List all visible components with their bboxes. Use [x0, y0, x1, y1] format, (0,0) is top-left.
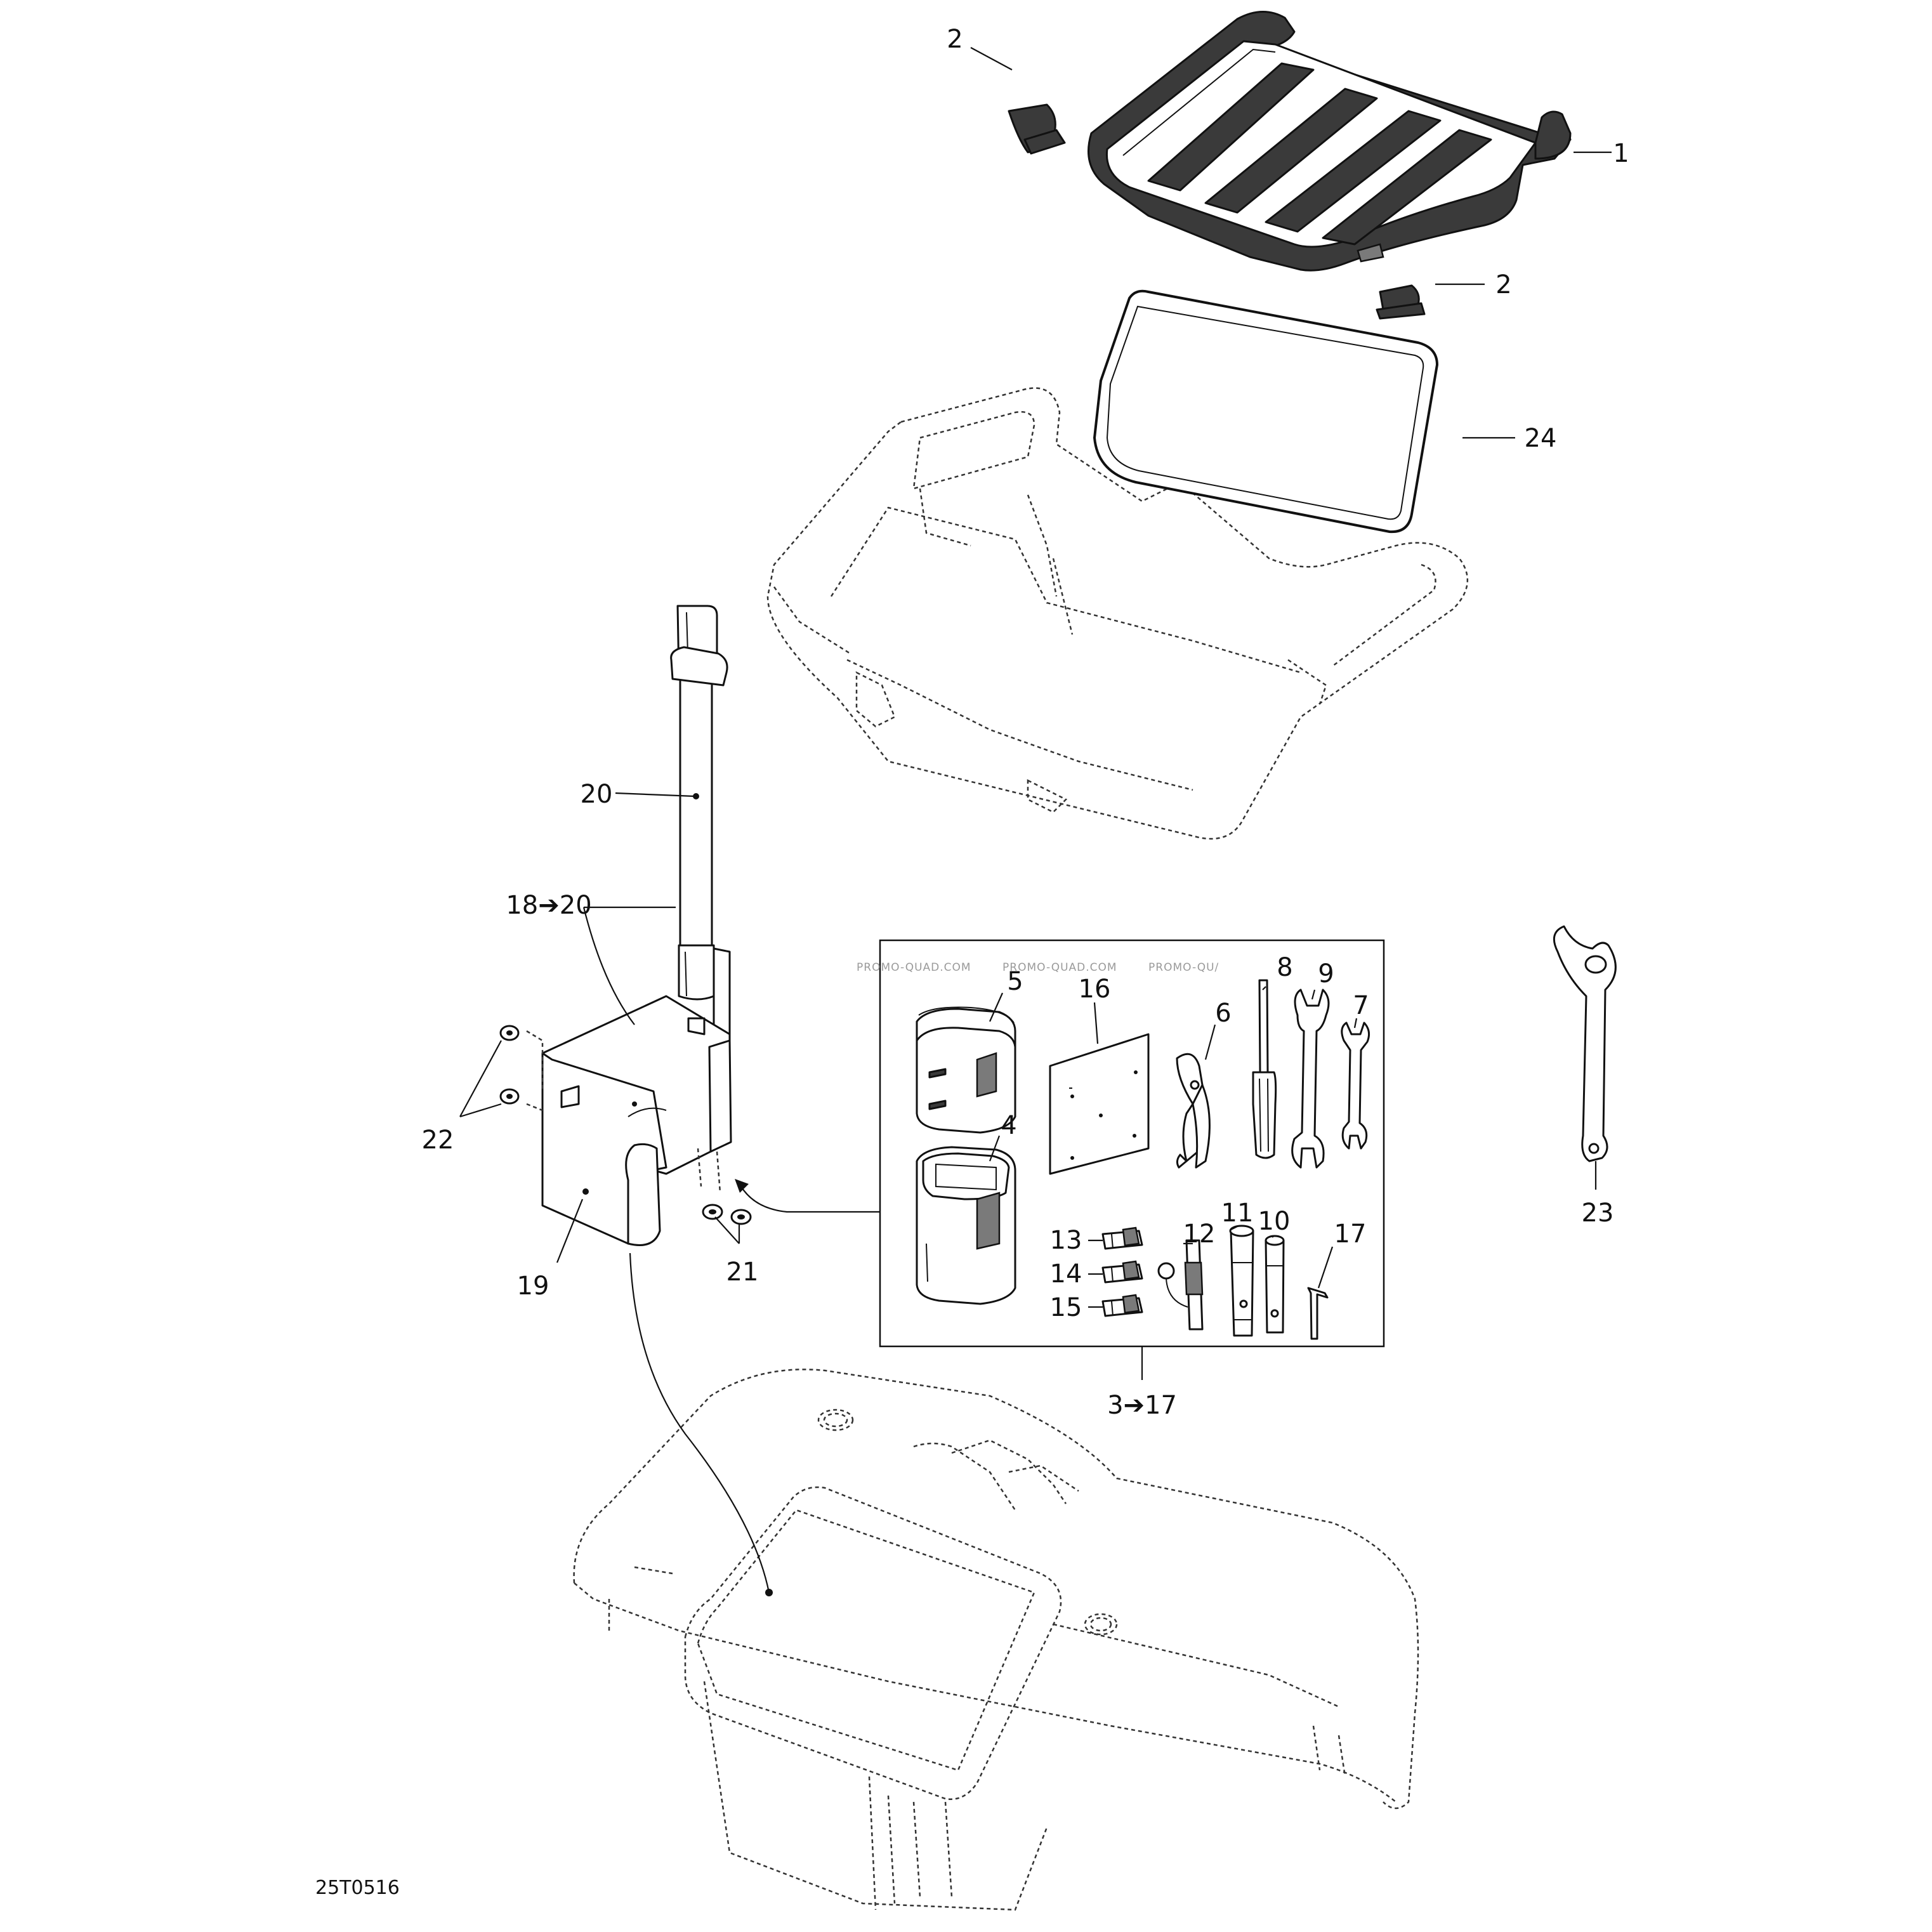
location-dot — [765, 1589, 773, 1596]
rack-cover — [1088, 11, 1572, 272]
callout-fuse-a: 13 — [1050, 1226, 1082, 1255]
callout-screws: 21 — [726, 1258, 759, 1287]
kit-arrow — [735, 1179, 880, 1213]
callout-box: 19 — [517, 1272, 549, 1301]
watermark-2: PROMO-QUAD.COM — [1002, 961, 1117, 974]
callout-socket-large: 11 — [1221, 1199, 1254, 1228]
callout-bracket-range: 18➔20 — [506, 891, 591, 920]
leader-lines — [459, 47, 1612, 1380]
callout-gauge: 12 — [1183, 1219, 1216, 1249]
tool-kit-panel — [879, 939, 1385, 1348]
watermarks: PROMO-QUAD.COM PROMO-QUAD.COM PROMO-QU/ — [857, 961, 1219, 974]
callout-case-body: 4 — [1001, 1111, 1016, 1140]
drawing-code: 25T0516 — [315, 1877, 400, 1899]
callout-screwdriver: 8 — [1277, 953, 1292, 982]
callout-spanner: 23 — [1582, 1199, 1614, 1228]
callout-clip-lower: 2 — [1495, 270, 1511, 299]
watermark-3: PROMO-QU/ — [1148, 961, 1219, 974]
fender-outline — [573, 1369, 1419, 1911]
fastener-guides — [526, 1030, 721, 1193]
rack-frame-outline — [766, 387, 1469, 840]
callout-socket-small: 10 — [1258, 1207, 1291, 1236]
callout-kit-range: 3➔17 — [1107, 1391, 1177, 1420]
fuse-15 — [1101, 1294, 1143, 1317]
watermark-1: PROMO-QUAD.COM — [857, 961, 971, 974]
battery-box — [541, 995, 732, 1246]
callout-washers: 22 — [422, 1126, 454, 1155]
instruction-card — [1049, 1033, 1150, 1175]
callout-hex-key: 17 — [1334, 1219, 1367, 1249]
tire-gauge — [1157, 1239, 1204, 1331]
hex-key — [1307, 1287, 1329, 1340]
callout-pliers: 6 — [1215, 999, 1231, 1028]
callout-clip-upper: 2 — [947, 25, 963, 54]
callout-rack-top: 1 — [1613, 139, 1629, 168]
pliers — [1176, 1053, 1211, 1169]
fuse-13 — [1101, 1226, 1143, 1250]
socket-small — [1265, 1235, 1285, 1334]
callout-fuse-b: 14 — [1050, 1259, 1082, 1289]
callout-labels: 2 1 2 24 20 18➔20 22 21 19 3➔17 5 4 16 6… — [422, 25, 1629, 1420]
callout-fuse-c: 15 — [1050, 1293, 1082, 1322]
wrench-small — [1341, 1022, 1370, 1150]
tool-case-body — [916, 1146, 1016, 1305]
washers — [499, 1025, 520, 1105]
strap-dot — [693, 793, 699, 799]
tool-case-lid — [916, 1006, 1016, 1134]
location-guide-line — [629, 1252, 770, 1593]
clip-upper — [1008, 103, 1066, 155]
rack-seal — [1093, 289, 1438, 534]
callout-seal: 24 — [1525, 424, 1557, 453]
socket-large — [1229, 1225, 1254, 1337]
wrench-large — [1291, 989, 1330, 1169]
callout-wrench-small: 7 — [1353, 991, 1369, 1020]
callout-card: 16 — [1079, 975, 1111, 1004]
spanner — [1553, 925, 1617, 1162]
clip-lower — [1376, 284, 1426, 320]
screwdriver — [1252, 979, 1277, 1159]
screws — [702, 1204, 752, 1225]
callout-case-lid: 5 — [1007, 967, 1023, 996]
callout-wrench-large: 9 — [1318, 959, 1334, 989]
callout-strap: 20 — [581, 780, 613, 809]
fuse-14 — [1101, 1260, 1143, 1284]
